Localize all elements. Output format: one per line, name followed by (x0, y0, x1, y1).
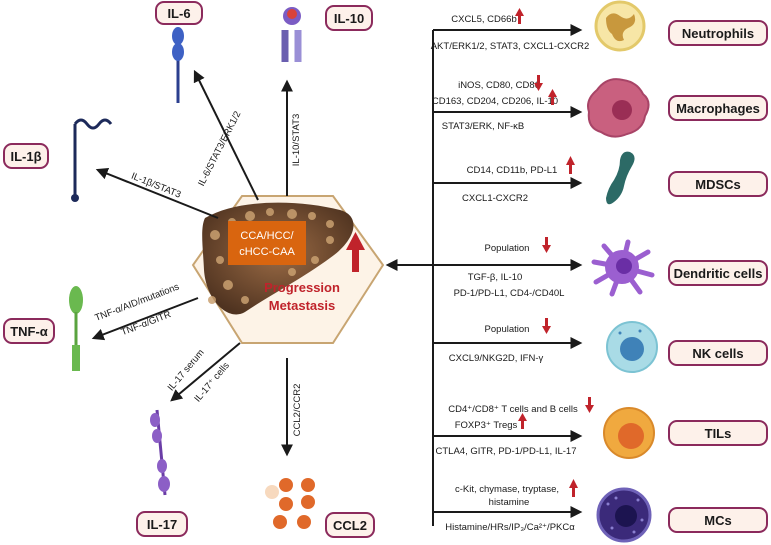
il10-pathway: IL-10/STAT3 (291, 114, 302, 166)
tnfa-pathway-2: TNF-α/GITR (120, 309, 173, 338)
macrophages-label: Macrophages (668, 95, 768, 121)
outcome-line-2: Metastasis (269, 298, 335, 313)
tils-pathway: CTLA4, GITR, PD-1/PD-L1, IL-17 (436, 446, 577, 457)
svg-text:Macrophages: Macrophages (676, 101, 760, 116)
neutrophils-pathway: AKT/ERK1/2, STAT3, CXCL1-CXCR2 (431, 41, 590, 52)
disease-line-1: CCA/HCC/ (240, 230, 294, 242)
mcs-label: MCs (668, 507, 768, 533)
mcs-pathway: Histamine/HRs/IP₃/Ca²⁺/PKCα (445, 522, 575, 533)
il17-arrow (170, 342, 241, 402)
mcs-up-text-1: c-Kit, chymase, tryptase, (455, 484, 559, 495)
ccl2-molecules-icon (265, 478, 315, 529)
nk-down-arrow (542, 318, 551, 334)
mcs-up-text-2: histamine (489, 497, 530, 508)
macrophages-down-text: iNOS, CD80, CD86 (458, 80, 540, 91)
svg-text:IL-1β: IL-1β (10, 149, 41, 164)
il17-receptor-icon (150, 409, 170, 496)
macrophages-up-arrow (548, 89, 557, 105)
il17-label: IL-17 (136, 511, 188, 537)
til-cell-icon (603, 407, 655, 459)
il1b-label: IL-1β (3, 143, 49, 169)
dendritic-line-1: TGF-β, IL-10 (468, 272, 523, 283)
mdsc-cell-icon (606, 151, 635, 205)
outcome-line-1: Progression (264, 280, 340, 295)
svg-text:IL-17: IL-17 (147, 517, 177, 532)
mcs-up-arrow (569, 479, 578, 497)
tils-down-text: CD4⁺/CD8⁺ T cells and B cells (448, 404, 578, 415)
neutrophil-cell-icon (594, 0, 646, 52)
mdscs-label: MDSCs (668, 171, 768, 197)
macrophage-cell-icon (587, 78, 650, 138)
neutrophils-up-arrow (515, 8, 524, 24)
ccl2-label: CCL2 (325, 512, 375, 538)
svg-text:IL-10: IL-10 (334, 11, 364, 26)
mdscs-up-text: CD14, CD11b, PD-L1 (467, 165, 558, 176)
mdscs-pathway: CXCL1-CXCR2 (462, 193, 528, 204)
nk-pathway: CXCL9/NKG2D, IFN-γ (449, 353, 544, 364)
progression-up-arrow (346, 232, 365, 272)
svg-text:TNF-α: TNF-α (10, 324, 48, 339)
ccl2-pathway: CCL2/CCR2 (292, 384, 303, 437)
mdscs-up-arrow (566, 156, 575, 174)
tils-label: TILs (668, 420, 768, 446)
nk-cell-icon (606, 321, 658, 373)
macrophages-up-text: CD163, CD204, CD206, IL-10 (432, 96, 558, 107)
svg-text:TILs: TILs (705, 426, 732, 441)
il1b-receptor-icon (71, 118, 113, 202)
il6-receptor-icon (172, 27, 184, 103)
svg-text:NK cells: NK cells (692, 346, 743, 361)
dendritic-down-text: Population (485, 243, 530, 254)
tnfa-arrow (91, 297, 199, 341)
svg-text:CCL2: CCL2 (333, 518, 367, 533)
dendritic-label: Dendritic cells (668, 260, 768, 286)
svg-text:Dendritic cells: Dendritic cells (674, 266, 763, 281)
svg-text:IL-6: IL-6 (167, 6, 190, 21)
svg-text:Neutrophils: Neutrophils (682, 26, 754, 41)
dendritic-line-2: PD-1/PD-L1, CD4-/CD40L (454, 288, 565, 299)
tils-up-arrow (518, 413, 527, 429)
macrophages-down-arrow (534, 75, 543, 91)
tnfa-label: TNF-α (3, 318, 55, 344)
disease-line-2: cHCC-CAA (239, 246, 295, 258)
tils-up-text: FOXP3⁺ Tregs (455, 420, 518, 431)
nk-down-text: Population (485, 324, 530, 335)
il6-label: IL-6 (155, 1, 203, 25)
neutrophils-label: Neutrophils (668, 20, 768, 46)
dendritic-cell-icon (591, 239, 655, 297)
nk-label: NK cells (668, 340, 768, 366)
disease-box (228, 221, 306, 265)
il10-label: IL-10 (325, 5, 373, 31)
dendritic-down-arrow (542, 237, 551, 253)
neutrophils-up-text: CXCL5, CD66b (451, 14, 516, 25)
il1b-arrow (95, 167, 219, 219)
tnfa-receptor-icon (69, 286, 83, 371)
tils-down-arrow (585, 397, 594, 413)
mc-cell-icon (596, 487, 652, 543)
svg-text:MCs: MCs (704, 513, 731, 528)
svg-text:MDSCs: MDSCs (695, 177, 741, 192)
macrophages-pathway: STAT3/ERK, NF-κB (442, 121, 525, 132)
il6-arrow (193, 69, 259, 201)
il10-receptor-icon (281, 7, 302, 62)
